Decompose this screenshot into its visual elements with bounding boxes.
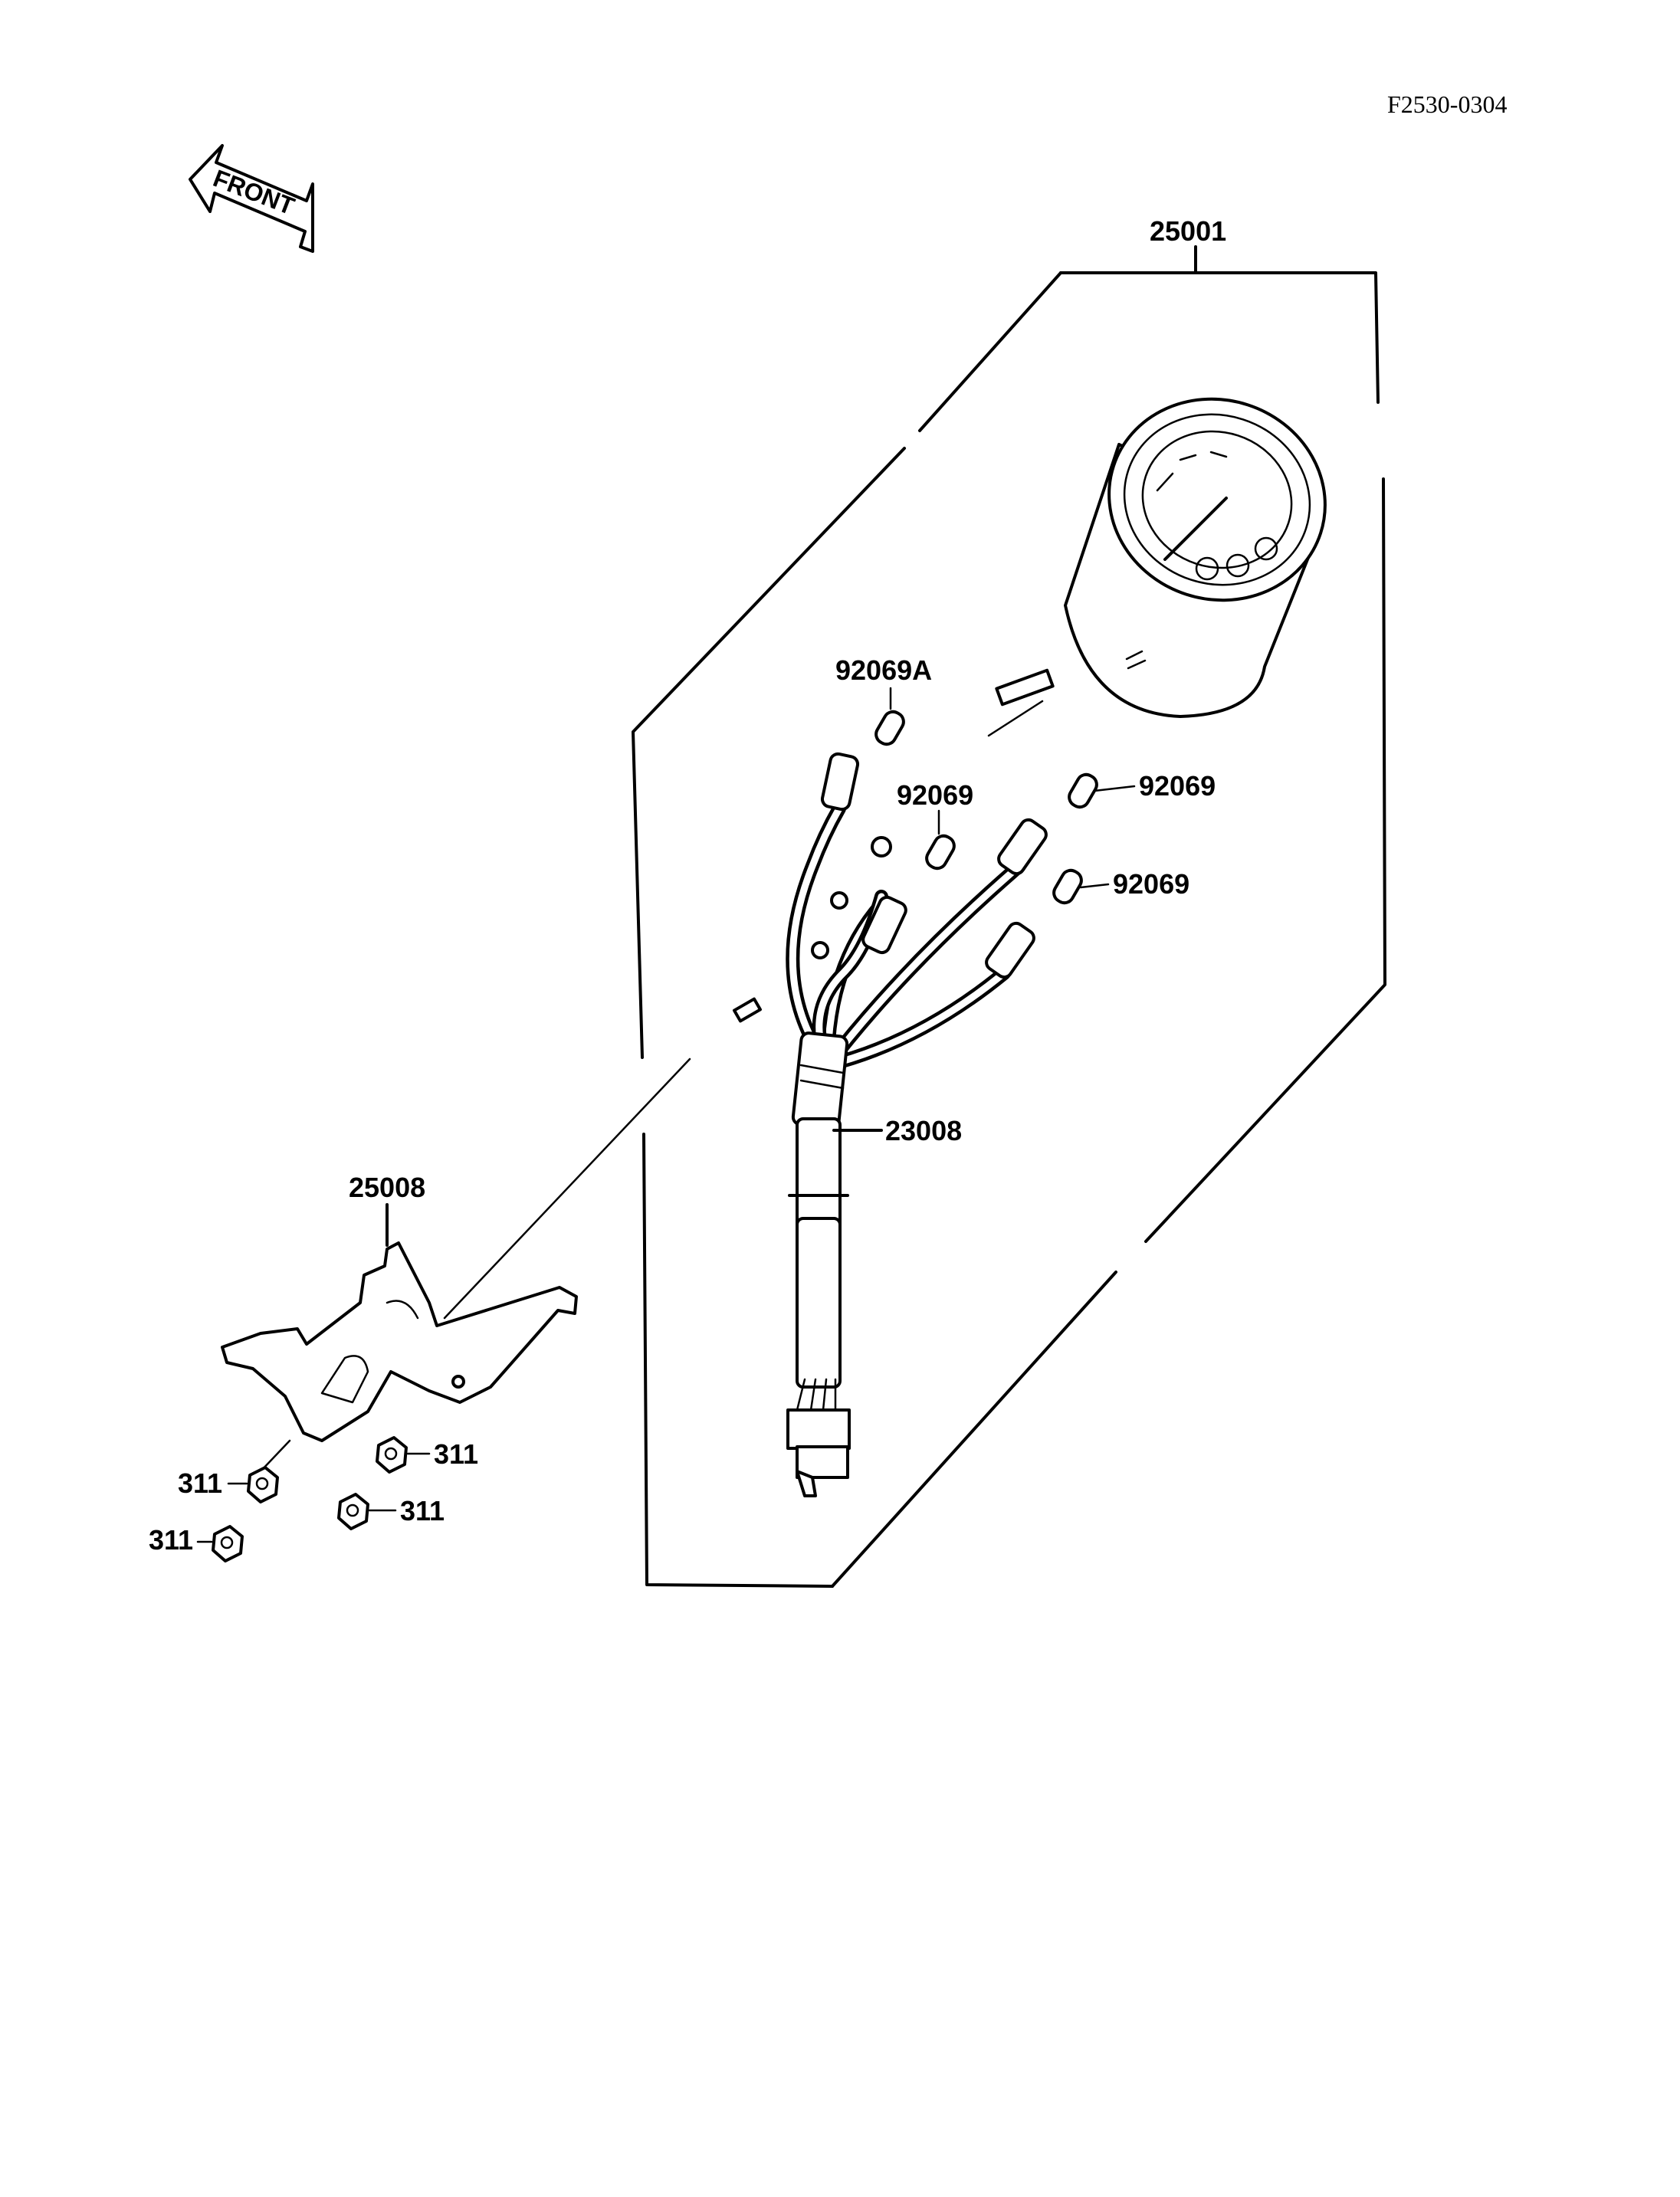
front-label: FRONT: [209, 164, 298, 220]
bulb-icon: [874, 710, 1098, 905]
tachometer-icon: [987, 397, 1327, 737]
leader-mount: [443, 1058, 691, 1320]
label-25001: 25001: [1150, 215, 1226, 247]
label-92069A: 92069A: [835, 654, 932, 686]
wiring-harness-icon: [733, 752, 1048, 1497]
label-311-a: 311: [178, 1467, 222, 1499]
label-92069-b: 92069: [1139, 770, 1216, 802]
label-311-c: 311: [400, 1495, 445, 1526]
label-25008: 25008: [349, 1172, 425, 1203]
label-311-b: 311: [434, 1438, 478, 1470]
bracket-icon: [221, 1241, 578, 1473]
leader-92069-c: [1079, 883, 1110, 889]
label-311-d: 311: [149, 1524, 193, 1556]
front-arrow-icon: FRONT: [189, 144, 314, 253]
leader-92069-b: [1093, 785, 1136, 792]
label-23008: 23008: [885, 1115, 962, 1146]
nut-icon: [212, 1436, 408, 1562]
label-92069-c: 92069: [1113, 868, 1189, 900]
assembly-outline: [632, 271, 1386, 1588]
label-92069-a: 92069: [897, 779, 973, 811]
diagram-code: F2530-0304: [1387, 90, 1507, 118]
